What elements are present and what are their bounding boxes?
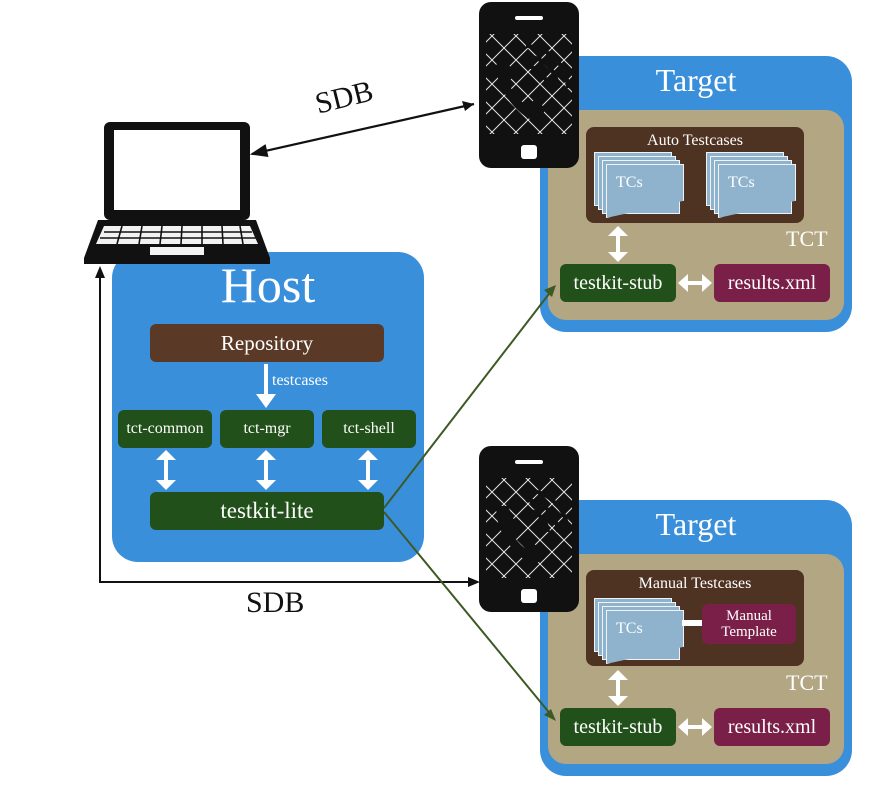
auto-results-xml: results.xml (714, 264, 830, 302)
manual-results-xml: results.xml (714, 708, 830, 746)
host-white-arrows (156, 364, 378, 490)
sdb-top-arrow (249, 102, 475, 158)
tool-tct-shell: tct-shell (322, 410, 416, 448)
auto-testkit-stub: testkit-stub (560, 264, 676, 302)
tc-template-connector (682, 620, 704, 626)
target-manual-title: Target (655, 506, 737, 542)
testcases-label: testcases (272, 372, 328, 389)
manual-testkit-stub: testkit-stub (560, 708, 676, 746)
target-white-arrows (608, 226, 712, 736)
manual-testcases-title: Manual Testcases (638, 575, 752, 592)
smartphone-call-icon (479, 2, 579, 168)
manual-tc-stack: TCs (594, 598, 684, 664)
laptop-icon (84, 122, 270, 264)
sdb-bottom-label: SDB (246, 586, 305, 619)
host-title: Host (220, 257, 316, 313)
manual-template-box: Manual Template (702, 604, 796, 644)
auto-tct-label: TCT (786, 226, 828, 251)
sdb-bottom-arrow (99, 272, 476, 583)
manual-tct-label: TCT (786, 670, 828, 695)
testkit-lite-to-auto-stub-arrow (383, 289, 553, 509)
tool-tct-mgr: tct-mgr (220, 410, 314, 448)
target-auto-title: Target (655, 62, 737, 98)
auto-tc-stack-2: TCs (706, 152, 796, 218)
auto-testcases-title: Auto Testcases (647, 132, 743, 149)
repository-box: Repository (150, 324, 384, 362)
manual-tc-label: TCs (616, 620, 643, 637)
auto-tc-stack-1: TCs (594, 152, 684, 218)
testkit-lite-to-manual-stub-arrow (383, 511, 553, 717)
auto-tc-label-1: TCs (616, 174, 643, 191)
testkit-lite-box: testkit-lite (150, 492, 384, 530)
smartphone-call-icon-bottom (479, 446, 579, 612)
auto-tc-label-2: TCs (728, 174, 755, 191)
tool-tct-common: tct-common (118, 410, 212, 448)
